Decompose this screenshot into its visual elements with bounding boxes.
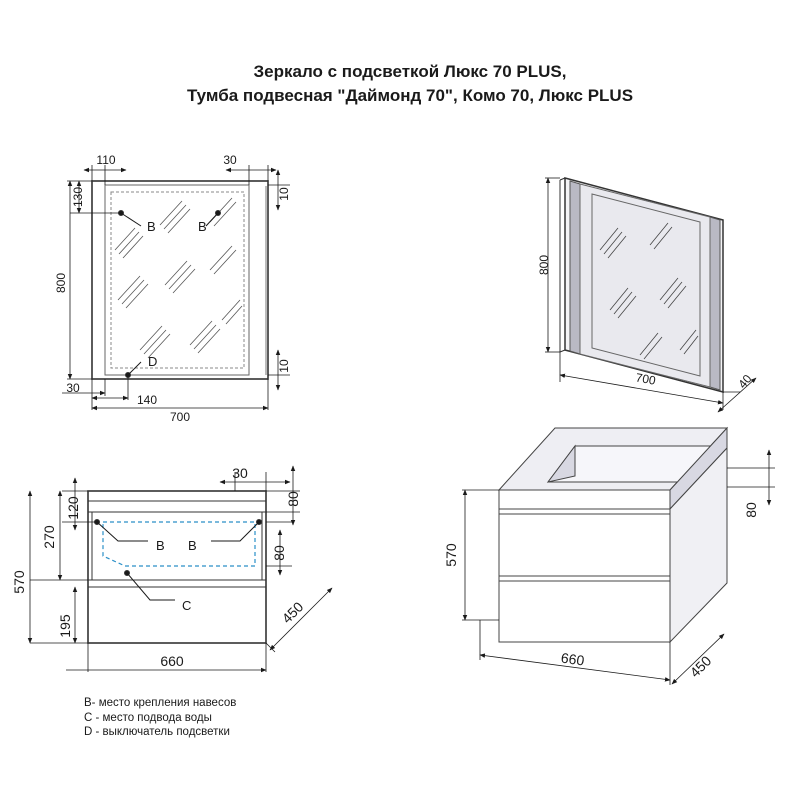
mirror-iso-glare-marks bbox=[599, 222, 699, 360]
marker-c: C bbox=[182, 598, 191, 613]
iso-dim-cab-width: 660 bbox=[560, 650, 586, 669]
dim-top-left: 110 bbox=[96, 153, 115, 167]
drawing-title-line2: Тумба подвесная "Даймонд 70", Комо 70, Л… bbox=[186, 86, 634, 105]
dim-right-bottom: 10 bbox=[277, 359, 291, 373]
mirror-isometric-view bbox=[545, 177, 757, 413]
dim-cab-upper: 270 bbox=[41, 525, 57, 549]
marker-b2: B bbox=[188, 538, 197, 553]
cabinet-front-view bbox=[27, 465, 333, 673]
dim-cab-width: 660 bbox=[160, 653, 184, 669]
dim-cab-depth: 450 bbox=[279, 598, 307, 626]
dim-bottom-left: 30 bbox=[66, 381, 80, 395]
legend-item-c: С - место подвода воды bbox=[84, 711, 212, 724]
sink-bowl-outline bbox=[102, 521, 256, 567]
dim-right-top: 10 bbox=[277, 187, 291, 201]
mirror-glass bbox=[104, 184, 250, 376]
dim-cab-top-offset: 120 bbox=[65, 496, 81, 520]
legend-item-d: D - выключатель подсветки bbox=[84, 726, 230, 738]
iso-dim-mirror-height: 800 bbox=[537, 255, 551, 275]
iso-dim-mirror-width: 700 bbox=[635, 370, 657, 387]
dim-mirror-width: 700 bbox=[170, 410, 190, 424]
dim-mirror-height: 800 bbox=[54, 273, 68, 293]
dim-cab-inner: 80 bbox=[271, 545, 287, 561]
dim-cab-top-thickness: 80 bbox=[285, 491, 301, 507]
dim-cab-top-right: 30 bbox=[232, 465, 248, 481]
dim-cab-total-height: 570 bbox=[11, 570, 27, 594]
marker-b1: B bbox=[156, 538, 165, 553]
dim-cab-lower: 195 bbox=[57, 614, 73, 638]
dim-bottom-offset: 140 bbox=[137, 393, 157, 407]
mirror-outer-frame bbox=[91, 180, 269, 380]
drawing-title-line1: Зеркало с подсветкой Люкс 70 PLUS, bbox=[253, 62, 567, 81]
marker-d: D bbox=[148, 354, 157, 369]
cabinet-isometric-view bbox=[462, 426, 775, 685]
mirror-front-view bbox=[62, 165, 290, 411]
mirror-light-strip bbox=[110, 191, 245, 369]
marker-b2: B bbox=[198, 219, 207, 234]
legend-item-b: B- место крепления навесов bbox=[84, 697, 237, 709]
dim-top-right: 30 bbox=[223, 153, 237, 167]
dim-left-top: 130 bbox=[71, 187, 85, 207]
iso-dim-mirror-depth: 40 bbox=[735, 372, 755, 391]
legend: B- место крепления навесов С - место под… bbox=[84, 696, 236, 740]
iso-dim-cab-height: 570 bbox=[443, 543, 459, 567]
marker-b1: B bbox=[147, 219, 156, 234]
iso-dim-cab-depth: 450 bbox=[687, 652, 715, 680]
iso-dim-cab-top-thickness: 80 bbox=[743, 502, 759, 518]
mirror-glare-marks bbox=[114, 197, 243, 359]
